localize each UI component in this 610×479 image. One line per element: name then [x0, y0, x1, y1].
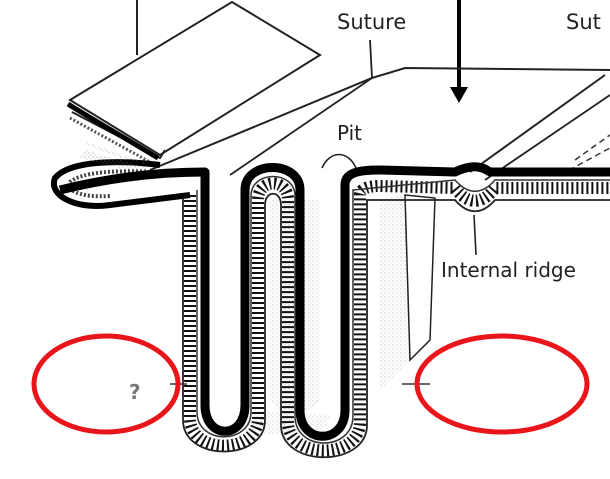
pit-label: Pit: [337, 121, 363, 145]
right-dashed-line: [574, 134, 610, 161]
right-suture-line-2: [484, 94, 610, 181]
cuticle-inner-line: [196, 175, 610, 444]
arrow-head: [450, 87, 468, 103]
suture-pointer-line: [369, 39, 373, 79]
internal-ridge-label: Internal ridge: [441, 258, 576, 282]
internal-ridge-pointer: [473, 214, 477, 256]
unknown-label-question-mark: ?: [129, 380, 141, 404]
suture-label-right: Sut: [566, 10, 601, 34]
cuticle-outer-layer: [58, 162, 610, 441]
flap-plate: [68, 0, 322, 157]
highlight-oval-right[interactable]: [414, 333, 590, 435]
basement-membrane: [182, 192, 610, 459]
plate-top-edge: [149, 66, 610, 171]
right-suture-line: [469, 74, 606, 173]
highlight-oval-left[interactable]: [31, 333, 181, 435]
plate-ridge-line: [229, 77, 373, 176]
suture-label: Suture: [337, 10, 407, 34]
epidermis-cell-layer: [184, 177, 610, 457]
pit-marker: [321, 153, 357, 169]
